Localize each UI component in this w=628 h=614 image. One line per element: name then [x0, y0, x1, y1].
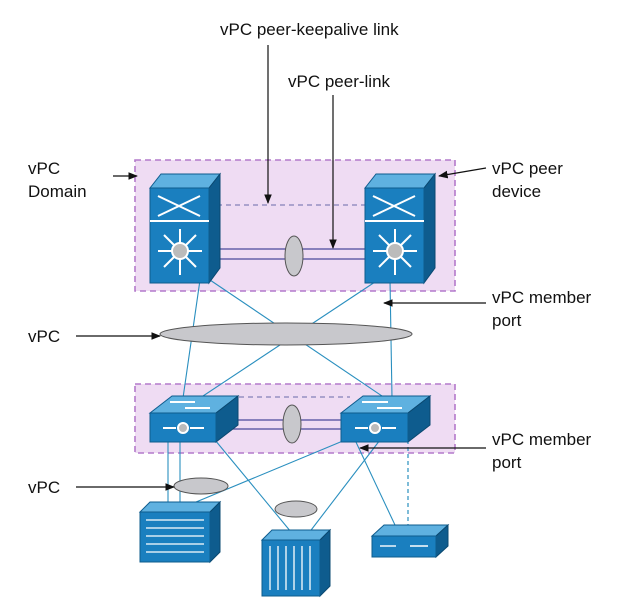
member-port-top-label-line1: vPC member	[492, 288, 592, 307]
peer-link-label: vPC peer-link	[288, 72, 391, 91]
keepalive-link-label: vPC peer-keepalive link	[220, 20, 399, 39]
vpc-ellipse-middle	[274, 500, 318, 518]
annotation-arrows	[76, 45, 487, 491]
core-peer-link	[208, 204, 380, 277]
vpc-bottom-label: vPC	[28, 478, 60, 497]
member-port-top-label-line2: port	[492, 311, 522, 330]
downlinks	[167, 437, 409, 539]
peer-link-port-channel-ellipse	[284, 235, 304, 277]
peer-device-label-line1: vPC peer	[492, 159, 563, 178]
vpc-domain-label-line1: vPC	[28, 159, 60, 178]
member-port-bottom-label-line1: vPC member	[492, 430, 592, 449]
vpc-ellipse-bottom	[173, 477, 229, 495]
blade-server-icon	[260, 528, 332, 598]
network-appliance-icon	[370, 523, 450, 559]
member-port-bottom-label-line2: port	[492, 453, 522, 472]
peer-device-label-line2: device	[492, 182, 541, 201]
server-rack-icon	[138, 500, 222, 564]
access-peer-link-ellipse	[282, 404, 302, 444]
nexus-core-switch-icon	[148, 172, 222, 285]
vpc-ellipse-top	[159, 322, 413, 346]
nexus-core-switch-icon	[363, 172, 437, 285]
access-switch-icon	[339, 394, 432, 444]
vpc-domain-label-line2: Domain	[28, 182, 87, 201]
access-peer-link	[215, 396, 360, 444]
vpc-top-label: vPC	[28, 327, 60, 346]
access-switch-icon	[148, 394, 240, 444]
